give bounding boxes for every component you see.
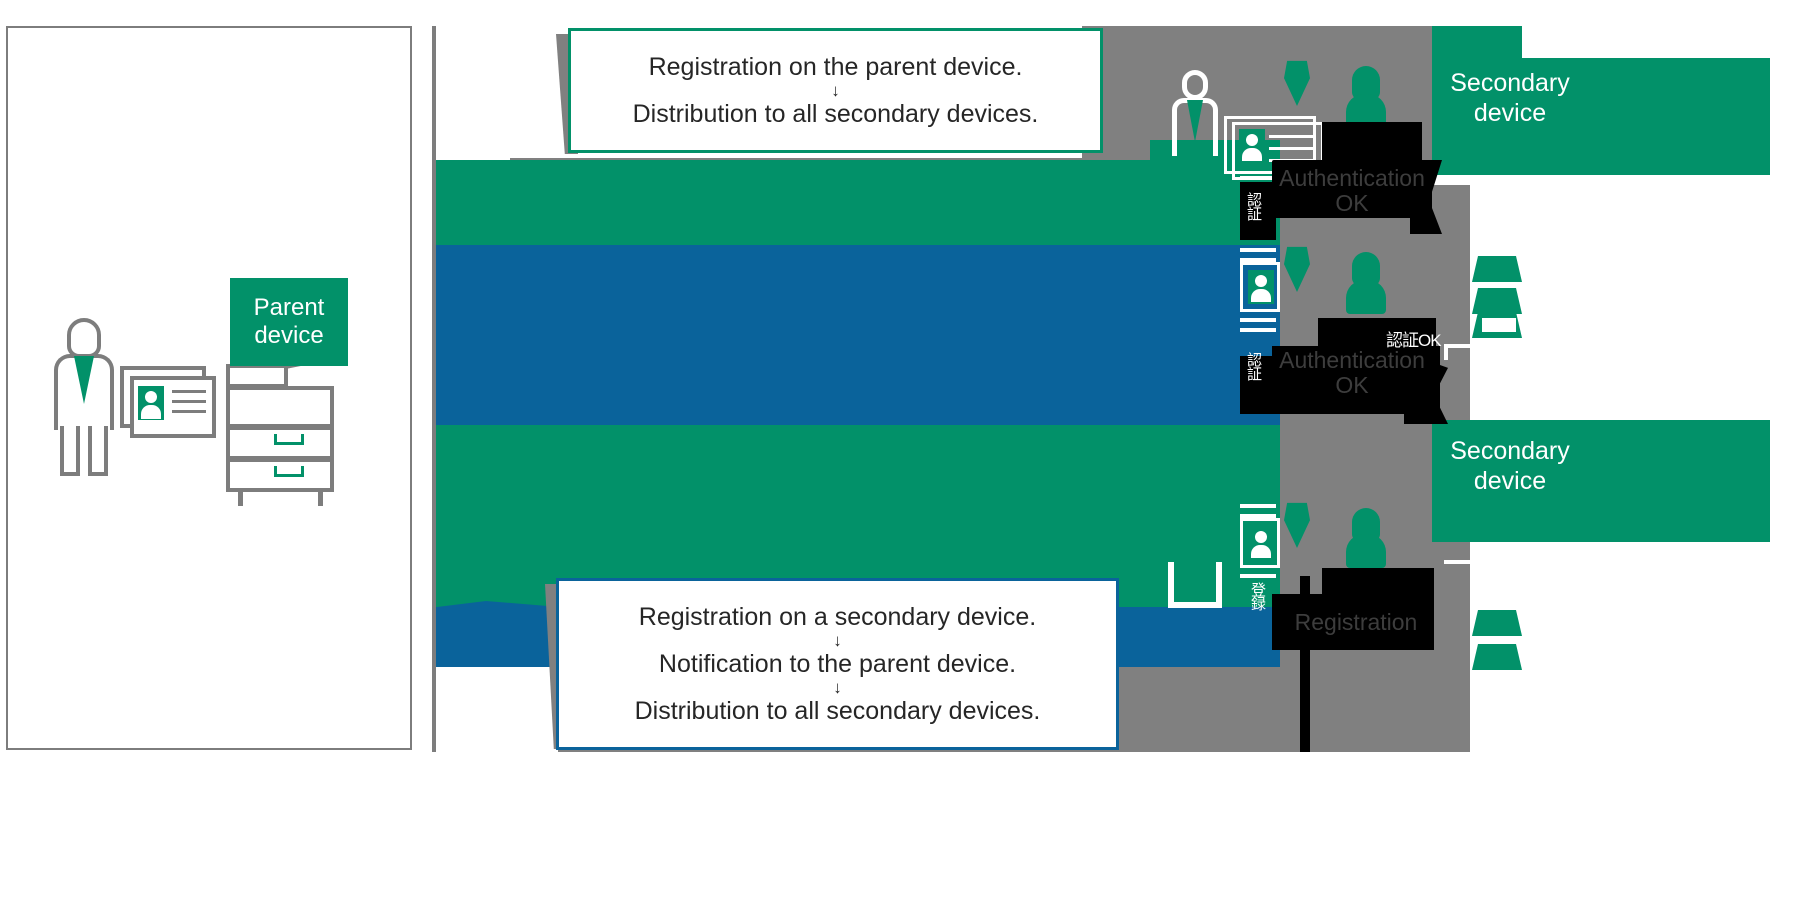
paper-tray-icon	[1472, 256, 1522, 282]
parent-badge-line1: Parent	[253, 293, 325, 321]
tray-rule	[1444, 560, 1560, 564]
redaction-blob	[1272, 160, 1432, 218]
badge-underline-1	[1432, 175, 1770, 185]
parent-device-badge: Parent device	[230, 278, 348, 366]
status-badge-authentication-ok: Authentication OK	[1272, 165, 1432, 217]
down-arrow-icon: ↓	[833, 678, 842, 697]
callout-top-line2: Distribution to all secondary devices.	[632, 100, 1039, 128]
id-card-icon	[1240, 518, 1280, 568]
person-icon	[54, 318, 116, 478]
id-card-back-icon	[1224, 116, 1316, 174]
secondary-badge-2-line1: Secondary	[1450, 437, 1570, 465]
down-arrow-icon: ↓	[833, 631, 842, 650]
printer-body-icon	[1346, 534, 1386, 568]
multifunction-printer-icon	[226, 350, 348, 510]
band-green-top	[432, 160, 1280, 245]
tray-leg	[1556, 344, 1560, 360]
left-panel: Parent device	[6, 26, 412, 750]
printer-body-icon	[1346, 280, 1386, 314]
cjk-fragment: 認証OK	[1386, 331, 1442, 350]
callout-bottom-line3: Distribution to all secondary devices.	[634, 697, 1041, 725]
redaction-blob	[1300, 576, 1310, 752]
tray-leg	[1444, 344, 1448, 360]
secondary-device-badge-2: Secondary device	[1430, 436, 1590, 496]
card-rule	[1240, 328, 1276, 332]
callout-bottom: Registration on a secondary device. ↓ No…	[556, 578, 1119, 750]
auth-ok-2-line2: OK	[1335, 372, 1369, 399]
cjk-fragment: 認証	[1245, 192, 1262, 220]
paper-output-icon	[1482, 318, 1516, 332]
paper-output-tray-icon	[1168, 562, 1222, 608]
card-rule	[1240, 318, 1276, 322]
status-badge-authentication-ok: Authentication OK	[1272, 347, 1432, 399]
card-rule	[1240, 514, 1276, 518]
paper-tray-icon	[1472, 610, 1522, 636]
person-icon	[1170, 70, 1220, 158]
id-card-stack-icon	[120, 366, 218, 444]
redaction-blob	[1240, 356, 1276, 414]
band-notch	[432, 601, 552, 613]
callout-bottom-line2: Notification to the parent device.	[658, 650, 1017, 678]
secondary-badge-1-line1: Secondary	[1450, 69, 1570, 97]
callout-top-line1: Registration on the parent device.	[648, 53, 1023, 81]
redaction-blob	[1272, 594, 1434, 650]
registration-label: Registration	[1294, 609, 1418, 635]
card-rule	[1240, 176, 1276, 180]
auth-ok-1-line1: Authentication	[1279, 165, 1425, 191]
callout-bottom-line1: Registration on a secondary device.	[638, 603, 1037, 631]
tray-rule	[1444, 344, 1560, 348]
status-badge-registration: Registration	[1272, 609, 1440, 635]
redaction-blob	[1240, 182, 1276, 240]
card-rule	[1240, 258, 1276, 262]
card-rule	[1240, 248, 1276, 252]
down-arrow-icon: ↓	[831, 81, 840, 100]
paper-tray-icon	[1472, 288, 1522, 314]
secondary-device-badge-1: Secondary device	[1430, 68, 1590, 128]
parent-badge-line2: device	[254, 322, 324, 349]
secondary-device-badge-2-bg	[1432, 420, 1770, 542]
secondary-device-badge-1-bg	[1432, 58, 1770, 178]
id-card-icon	[1240, 262, 1280, 312]
backdrop-right-margin	[1470, 26, 1480, 752]
cjk-fragment: 登録	[1249, 582, 1266, 610]
card-rule	[1240, 574, 1276, 578]
redaction-blob	[1322, 122, 1422, 164]
callout-top: Registration on the parent device. ↓ Dis…	[568, 28, 1103, 153]
auth-ok-2-line1: Authentication	[1279, 347, 1425, 373]
band-blue-middle	[432, 245, 1280, 425]
card-rule	[1240, 504, 1276, 508]
vertical-divider-line	[432, 26, 436, 752]
paper-tray-icon	[1472, 644, 1522, 670]
secondary-badge-2-line2: device	[1473, 467, 1547, 495]
secondary-badge-1-line2: device	[1473, 99, 1547, 127]
band-green-middle	[432, 425, 1280, 607]
cjk-fragment: 認証	[1245, 352, 1262, 380]
auth-ok-1-line2: OK	[1335, 190, 1369, 217]
